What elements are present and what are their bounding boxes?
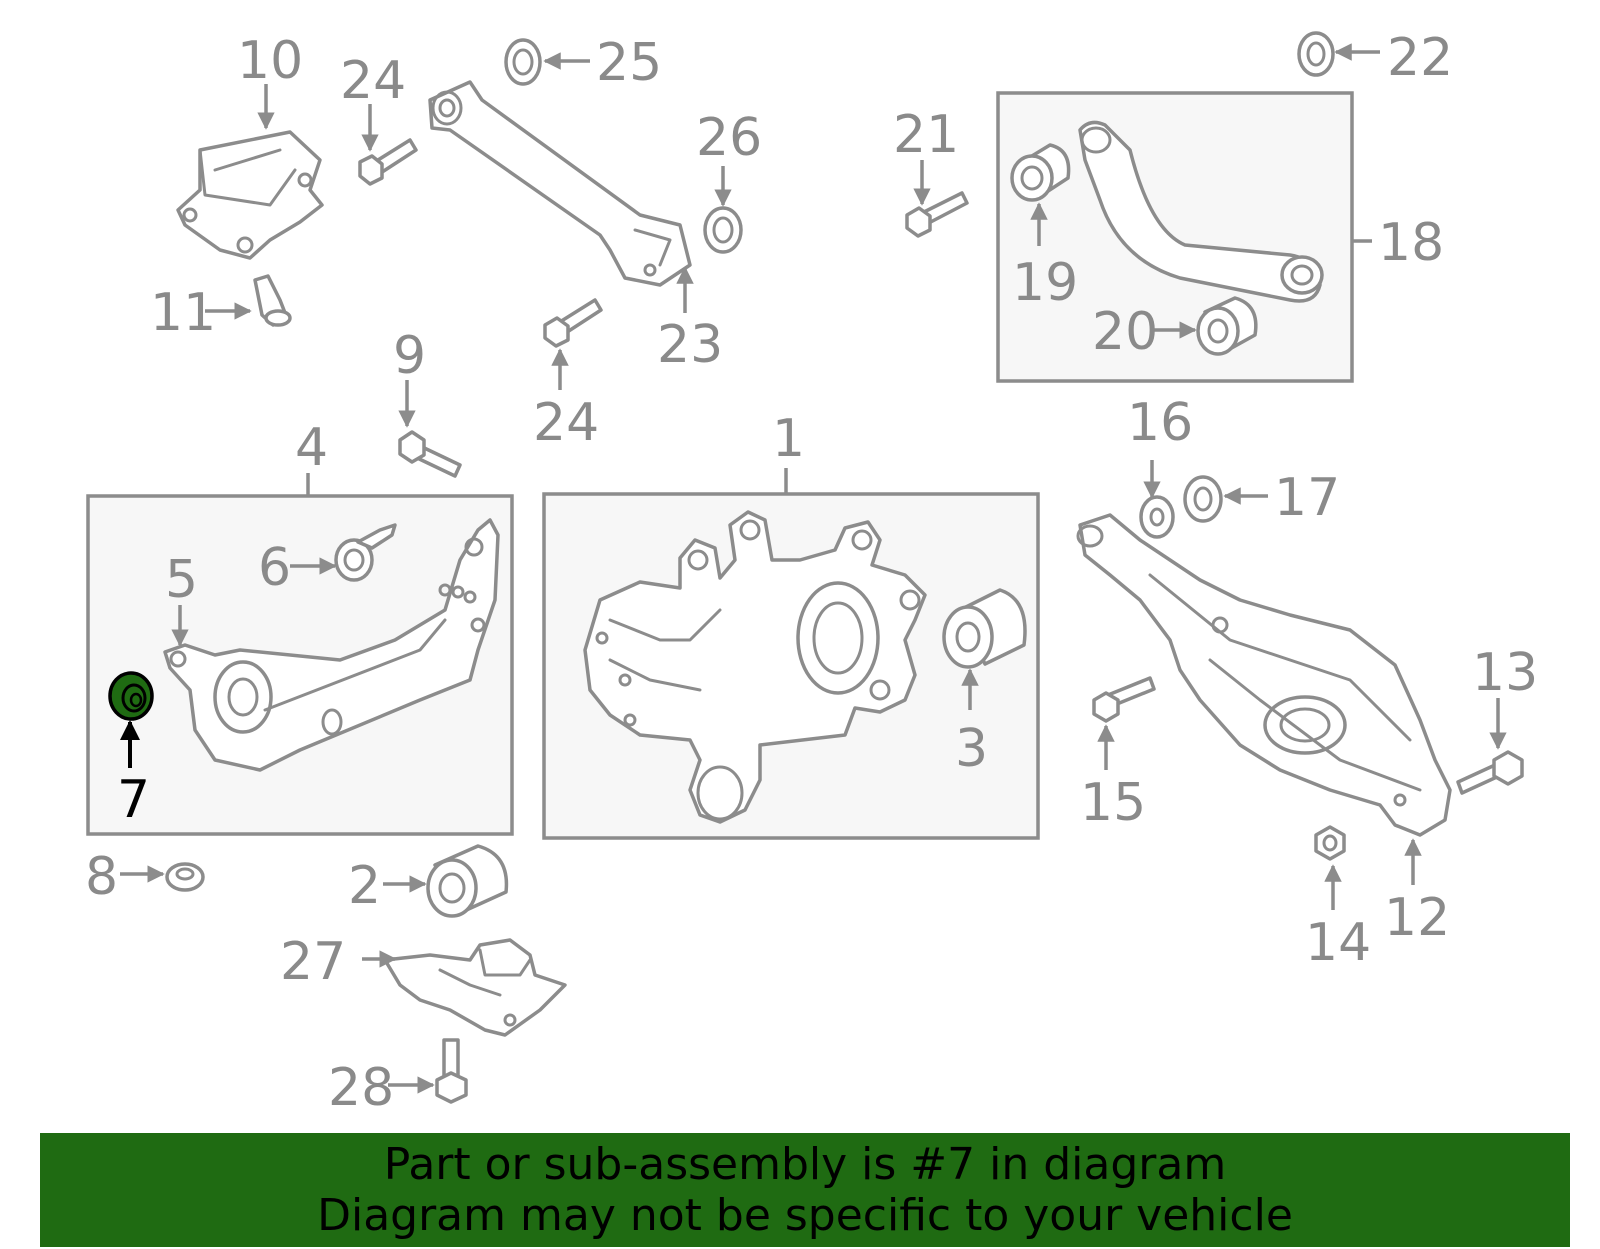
part-25-nut[interactable] <box>504 38 542 86</box>
part-26-nut[interactable] <box>703 206 743 254</box>
part-16-washer[interactable] <box>1139 495 1175 539</box>
callout-24-mid: 24 <box>533 393 599 453</box>
part-17-nut[interactable] <box>1183 475 1223 523</box>
part-11-clip[interactable] <box>253 274 292 327</box>
callout-11: 11 <box>150 283 216 343</box>
part-18-upper-arm[interactable] <box>1078 120 1324 303</box>
callout-18: 18 <box>1378 213 1444 273</box>
callout-16: 16 <box>1127 393 1193 453</box>
callout-22: 22 <box>1387 28 1453 88</box>
part-22-nut[interactable] <box>1297 31 1335 77</box>
part-15-bolt[interactable] <box>1092 676 1156 723</box>
part-10-mount[interactable] <box>176 130 324 260</box>
callout-15: 15 <box>1080 773 1146 833</box>
part-23-lateral-link[interactable] <box>428 80 692 287</box>
part-9-bolt[interactable] <box>398 430 462 478</box>
callout-21: 21 <box>893 105 959 165</box>
banner-line-1: Part or sub-assembly is #7 in diagram <box>383 1139 1227 1190</box>
callout-24-top: 24 <box>340 51 406 111</box>
callout-28: 28 <box>328 1058 394 1118</box>
callout-14: 14 <box>1305 913 1371 973</box>
part-6-clamp[interactable] <box>334 523 397 582</box>
part-28-bolt[interactable] <box>435 1038 468 1104</box>
callout-3: 3 <box>955 719 988 779</box>
part-3-bushing[interactable] <box>942 588 1027 669</box>
part-24-bolt-top[interactable] <box>358 138 418 186</box>
callout-5: 5 <box>165 550 198 610</box>
callout-19: 19 <box>1012 253 1078 313</box>
part-24-bolt-mid[interactable] <box>543 298 603 348</box>
part-1-knuckle[interactable] <box>583 510 927 824</box>
part-5-trailing-arm[interactable] <box>163 518 500 772</box>
notice-banner: Part or sub-assembly is #7 in diagram Di… <box>40 1133 1570 1247</box>
part-7-bushing-highlighted[interactable] <box>108 671 154 721</box>
callout-1: 1 <box>772 409 805 469</box>
part-2-bushing[interactable] <box>426 844 509 918</box>
part-20-bushing[interactable] <box>1196 296 1258 356</box>
callout-9: 9 <box>393 326 426 386</box>
callout-17: 17 <box>1274 468 1340 528</box>
part-19-bushing[interactable] <box>1010 143 1071 202</box>
callout-4: 4 <box>295 418 328 478</box>
callout-7: 7 <box>117 770 150 830</box>
part-8-nut[interactable] <box>165 862 205 892</box>
callout-13: 13 <box>1472 643 1538 703</box>
callout-26: 26 <box>696 108 762 168</box>
part-27-bracket[interactable] <box>383 938 567 1037</box>
part-14-nut[interactable] <box>1314 825 1346 861</box>
banner-line-2: Diagram may not be specific to your vehi… <box>317 1190 1293 1241</box>
callout-27: 27 <box>280 932 346 992</box>
callout-8: 8 <box>85 847 118 907</box>
part-21-bolt[interactable] <box>905 191 969 238</box>
callout-25: 25 <box>596 33 662 93</box>
part-12-lower-arm[interactable] <box>1076 513 1452 837</box>
callout-10: 10 <box>237 31 303 91</box>
callout-12: 12 <box>1384 888 1450 948</box>
callout-20: 20 <box>1092 302 1158 362</box>
callout-6: 6 <box>258 538 291 598</box>
callout-23: 23 <box>657 315 723 375</box>
callout-2: 2 <box>348 856 381 916</box>
part-13-bolt[interactable] <box>1456 750 1524 795</box>
